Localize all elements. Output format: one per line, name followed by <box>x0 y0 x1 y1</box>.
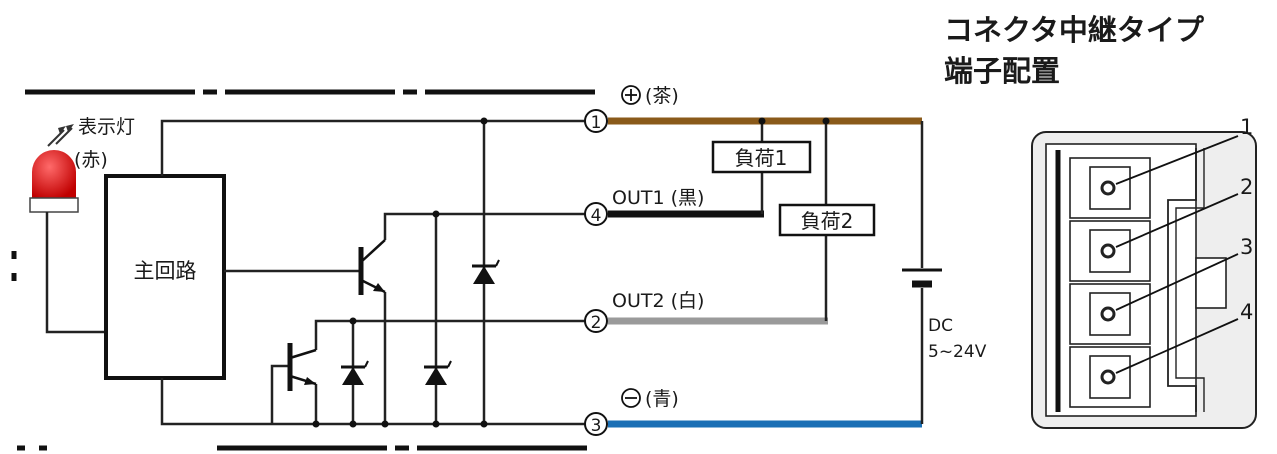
transistor-out1-icon <box>358 239 386 295</box>
svg-text:3: 3 <box>591 416 602 436</box>
svg-text:1: 1 <box>591 113 602 133</box>
sensor-housing <box>11 89 595 451</box>
transistor-out2-icon <box>287 343 317 391</box>
load2-label: 負荷2 <box>801 209 854 233</box>
pin-terminal-4: 4 <box>584 202 608 226</box>
connector-pin-label: 1 <box>1240 115 1253 139</box>
load-wiring <box>760 121 924 424</box>
dc-supply-icon <box>902 268 942 288</box>
svg-text:2: 2 <box>591 313 602 333</box>
supply-label: DC <box>928 316 953 336</box>
connector-pin-label: 4 <box>1240 300 1253 324</box>
out1-wire-label: OUT1 (黒) <box>612 187 704 209</box>
indicator-lamp-icon <box>29 124 79 213</box>
pin-terminal-1: 1 <box>584 109 608 133</box>
main-circuit-label: 主回路 <box>134 259 197 283</box>
zener-diode-icon <box>424 360 452 385</box>
connector-pin-label: 3 <box>1240 235 1253 259</box>
load1-box <box>711 140 812 174</box>
pin-terminal-3: 3 <box>584 412 608 436</box>
junction-dots <box>312 117 488 428</box>
out2-wire-label: OUT2 (白) <box>612 290 704 312</box>
pin-leader-lines <box>1115 135 1239 374</box>
connector-pin-label: 2 <box>1240 175 1253 199</box>
indicator-color-label: (赤) <box>74 149 108 171</box>
supply-voltage-label: 5~24V <box>928 342 987 362</box>
connector-housing-icon <box>1031 131 1257 429</box>
minus-icon <box>621 388 641 408</box>
pin-terminal-2: 2 <box>584 309 608 333</box>
zener-diode-icon <box>341 360 369 385</box>
indicator-label: 表示灯 <box>78 116 135 138</box>
plus-wire-label: (茶) <box>645 85 679 107</box>
svg-text:4: 4 <box>591 206 602 226</box>
minus-wire-label: (青) <box>645 388 679 410</box>
main-circuit-block <box>104 174 226 380</box>
plus-icon <box>621 85 641 105</box>
load2-box <box>778 203 876 237</box>
connector-title: コネクタ中継タイプ <box>944 13 1205 47</box>
connector-subtitle: 端子配置 <box>944 54 1060 88</box>
zener-diode-icon <box>472 259 500 284</box>
load1-label: 負荷1 <box>735 146 788 170</box>
